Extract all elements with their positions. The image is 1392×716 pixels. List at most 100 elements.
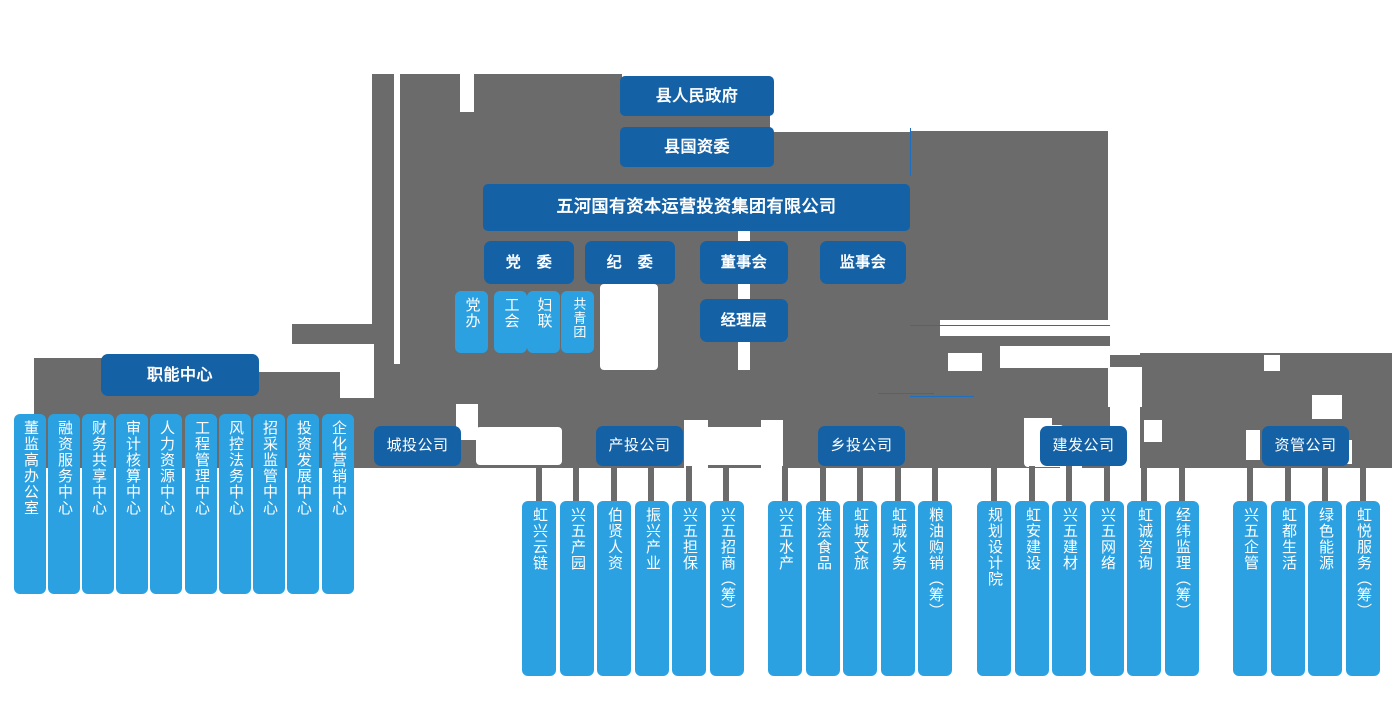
- sub-label: 绿色能源: [1316, 507, 1335, 571]
- sub-xiangtou-1[interactable]: 淮浍食品: [806, 501, 840, 676]
- fc-item-1[interactable]: 融资服务中心: [48, 414, 80, 594]
- fc-item-label: 招采监管中心: [260, 420, 279, 516]
- company-xiangtou[interactable]: 乡投公司: [818, 426, 905, 466]
- company-chantou[interactable]: 产投公司: [596, 426, 683, 466]
- backdrop-gray-top-left-stem: [372, 74, 394, 364]
- fc-item-6[interactable]: 风控法务中心: [219, 414, 251, 594]
- node-label: 县人民政府: [655, 85, 739, 105]
- node-youth-league[interactable]: 共青团: [561, 291, 594, 353]
- company-label: 建发公司: [1052, 436, 1115, 455]
- stem-s3-5: [1179, 466, 1185, 504]
- sub-label: 淮浍食品: [814, 507, 833, 571]
- sub-zigu-3[interactable]: 虹悦服务（筹）: [1346, 501, 1380, 676]
- fc-item-3[interactable]: 审计核算中心: [116, 414, 148, 594]
- sub-jianfa-2[interactable]: 兴五建材: [1052, 501, 1086, 676]
- corridor-white-gap-f: [250, 358, 374, 372]
- fc-item-label: 投资发展中心: [294, 420, 313, 516]
- stem-s1-2: [611, 466, 617, 504]
- fc-item-label: 董监高办公室: [21, 420, 40, 516]
- node-label: 党 委: [505, 252, 553, 271]
- fc-item-label: 审计核算中心: [123, 420, 142, 516]
- sub-label: 虹诚咨询: [1135, 507, 1154, 571]
- sub-xiangtou-2[interactable]: 虹城文旅: [843, 501, 877, 676]
- corridor-white-gap-n: [1144, 420, 1162, 442]
- company-label: 产投公司: [608, 436, 671, 455]
- sub-zigu-2[interactable]: 绿色能源: [1308, 501, 1342, 676]
- sub-label: 经纬监理（筹）: [1173, 507, 1192, 619]
- stem-s4-0: [1247, 466, 1253, 504]
- sub-zigu-1[interactable]: 虹都生活: [1271, 501, 1305, 676]
- sub-jianfa-1[interactable]: 虹安建设: [1015, 501, 1049, 676]
- stem-s4-1: [1285, 466, 1291, 504]
- corridor-white-gap-k: [1312, 395, 1342, 419]
- stem-s4-3: [1360, 466, 1366, 504]
- sub-label: 兴五企管: [1241, 507, 1260, 571]
- node-label: 职能中心: [146, 364, 213, 384]
- company-jianfa[interactable]: 建发公司: [1040, 426, 1127, 466]
- fc-item-9[interactable]: 企化营销中心: [322, 414, 354, 594]
- fc-item-8[interactable]: 投资发展中心: [287, 414, 319, 594]
- corridor-white-gap-i: [1108, 367, 1142, 407]
- corridor-white-gap-b: [770, 110, 910, 132]
- sub-jianfa-5[interactable]: 经纬监理（筹）: [1165, 501, 1199, 676]
- corridor-v-center: [394, 74, 400, 364]
- stem-s1-0: [536, 466, 542, 504]
- sub-xiangtou-0[interactable]: 兴五水产: [768, 501, 802, 676]
- sub-label: 虹都生活: [1279, 507, 1298, 571]
- node-function-center[interactable]: 职能中心: [101, 354, 259, 396]
- sub-chantou-0[interactable]: 虹兴云链: [522, 501, 556, 676]
- sub-label: 伯贤人资: [605, 507, 624, 571]
- node-labor-union[interactable]: 工会: [494, 291, 527, 353]
- node-discipline-committee[interactable]: 纪 委: [585, 241, 675, 284]
- stem-s3-3: [1104, 466, 1110, 504]
- sub-jianfa-3[interactable]: 兴五网络: [1090, 501, 1124, 676]
- sub-label: 虹兴云链: [530, 507, 549, 571]
- company-chengtou[interactable]: 城投公司: [374, 426, 461, 466]
- sub-chantou-5[interactable]: 兴五招商（筹）: [710, 501, 744, 676]
- node-label: 党办: [463, 297, 482, 329]
- node-board-of-supervisors[interactable]: 监事会: [820, 241, 906, 284]
- company-zigu[interactable]: 资管公司: [1262, 426, 1349, 466]
- stem-s1-1: [573, 466, 579, 504]
- node-county-sasac[interactable]: 县国资委: [620, 127, 774, 167]
- sub-label: 兴五建材: [1060, 507, 1079, 571]
- sub-label: 虹安建设: [1023, 507, 1042, 571]
- sub-chantou-4[interactable]: 兴五担保: [672, 501, 706, 676]
- sub-zigu-0[interactable]: 兴五企管: [1233, 501, 1267, 676]
- corridor-white-gap-h: [948, 353, 982, 371]
- sub-xiangtou-4[interactable]: 粮油购销（筹）: [918, 501, 952, 676]
- placeholder-box-2: [476, 427, 562, 465]
- company-label: 资管公司: [1274, 436, 1337, 455]
- node-party-office[interactable]: 党办: [455, 291, 488, 353]
- sub-label: 兴五担保: [680, 507, 699, 571]
- fc-item-label: 融资服务中心: [55, 420, 74, 516]
- sub-chantou-3[interactable]: 振兴产业: [635, 501, 669, 676]
- stem-s1-5: [723, 466, 729, 504]
- sub-jianfa-4[interactable]: 虹诚咨询: [1127, 501, 1161, 676]
- stem-s4-2: [1322, 466, 1328, 504]
- corridor-white-gap-d: [1000, 346, 1110, 368]
- fc-item-5[interactable]: 工程管理中心: [185, 414, 217, 594]
- fc-item-0[interactable]: 董监高办公室: [14, 414, 46, 594]
- corridor-white-gap-o: [1246, 430, 1260, 460]
- sub-jianfa-0[interactable]: 规划设计院: [977, 501, 1011, 676]
- sub-chantou-2[interactable]: 伯贤人资: [597, 501, 631, 676]
- node-management-layer[interactable]: 经理层: [700, 299, 788, 342]
- corridor-white-gap-a: [460, 74, 474, 112]
- stem-s2-4: [932, 466, 938, 504]
- node-group-company[interactable]: 五河国有资本运营投资集团有限公司: [483, 184, 910, 231]
- node-party-committee[interactable]: 党 委: [484, 241, 574, 284]
- fc-item-4[interactable]: 人力资源中心: [150, 414, 182, 594]
- node-label: 监事会: [839, 252, 887, 271]
- fc-item-2[interactable]: 财务共享中心: [82, 414, 114, 594]
- node-board-of-directors[interactable]: 董事会: [700, 241, 788, 284]
- sub-xiangtou-3[interactable]: 虹城水务: [881, 501, 915, 676]
- stem-s1-4: [686, 466, 692, 504]
- sub-label: 兴五水产: [776, 507, 795, 571]
- sub-chantou-1[interactable]: 兴五产园: [560, 501, 594, 676]
- node-womens-federation[interactable]: 妇联: [527, 291, 560, 353]
- node-county-government[interactable]: 县人民政府: [620, 76, 774, 116]
- stem-s3-2: [1066, 466, 1072, 504]
- fc-item-7[interactable]: 招采监管中心: [253, 414, 285, 594]
- fc-item-label: 人力资源中心: [157, 420, 176, 516]
